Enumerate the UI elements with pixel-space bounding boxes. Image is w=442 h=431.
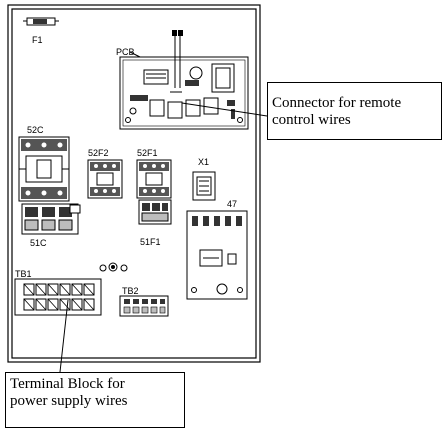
callout-remote-control-connector: Connector for remote control wires [267,82,442,140]
label-tb2: TB2 [122,286,139,296]
label-51f1: 51F1 [140,237,161,247]
contactor-52f2: 52F2 [87,148,123,199]
pcb-board: PCB [116,30,249,130]
fuse-f1: F1 [23,17,59,45]
callout-terminal-block: Terminal Block for power supply wires [5,372,185,428]
phase-relay-47: 47 [186,199,248,300]
label-51c: 51C [30,238,47,248]
terminal-block-tb2: TB2 [119,286,169,317]
panel-enclosure [7,4,261,363]
label-52f2: 52F2 [88,148,109,158]
contactor-52c: 52C [18,125,70,202]
callout-remote-line2: control wires [272,112,351,128]
label-47: 47 [227,199,237,209]
relay-x1: X1 [192,157,216,201]
label-x1: X1 [198,157,209,167]
overload-relay-51f1: 51F1 [138,199,172,247]
callout-tb-line1: Terminal Block for [10,376,125,392]
ground-screws [99,262,128,272]
callout-tb-line2: power supply wires [10,393,128,409]
label-52f1: 52F1 [137,148,158,158]
label-pcb: PCB [116,47,135,57]
label-f1: F1 [32,35,43,45]
callout-remote-line1: Connector for remote [272,95,402,111]
terminal-block-tb1: TB1 [14,269,102,316]
contactor-52f1: 52F1 [136,148,172,199]
label-tb1: TB1 [15,269,32,279]
leader-lines [59,102,268,373]
overload-relay-51c: 51C [21,203,81,248]
label-52c: 52C [27,125,44,135]
